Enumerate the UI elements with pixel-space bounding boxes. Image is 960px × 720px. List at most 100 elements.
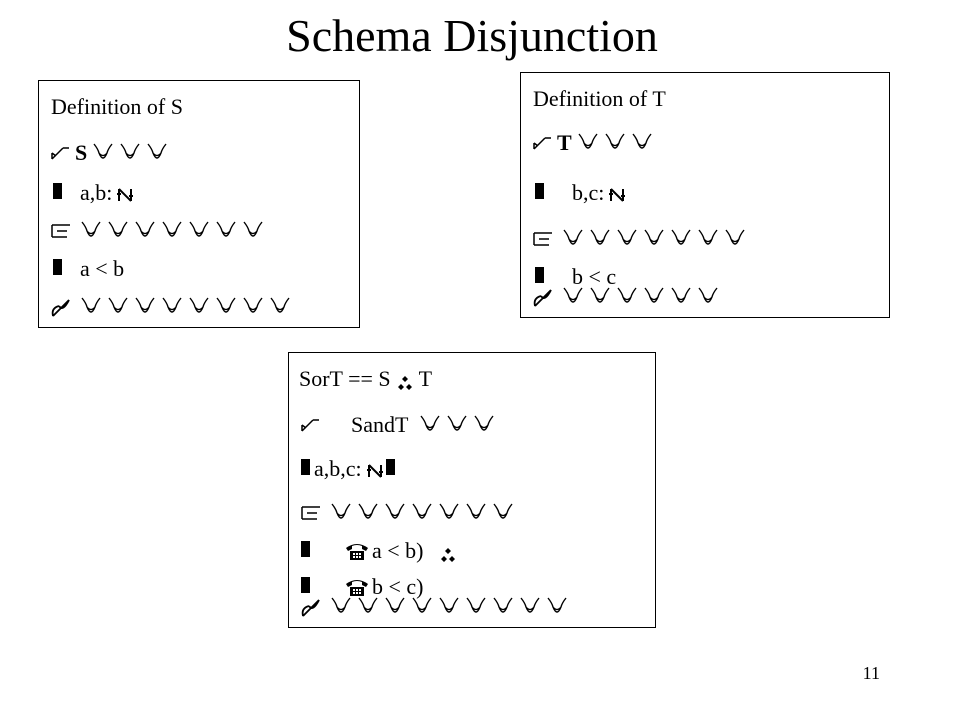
schema-sandt-top-rule [418,413,499,437]
schema-bar-icon [301,577,310,593]
sort-heading-tail: T [418,366,433,391]
definition-s-heading: Definition of S [51,94,183,119]
schema-rule-tick-icon [603,131,627,155]
schema-sandt-bottom-rule [329,595,572,619]
schema-s-name: S [75,140,88,165]
schema-disjunction-box: SorT == S T SandT a,b,c: a < b) b < c) [288,352,656,628]
schema-sandt-declaration: a,b,c: [314,456,362,481]
schema-rule-tick-icon [642,285,666,309]
schema-rule-tick-icon [329,501,353,525]
schema-separator-icon [531,229,555,249]
schema-separator-icon [299,503,323,523]
schema-rule-tick-icon [491,501,515,525]
schema-t-predicate: b < c [572,264,617,289]
schema-separator-icon [49,221,73,241]
schema-sandt-middle-rule [329,501,518,525]
schema-rule-tick-icon [696,227,720,251]
telephone-icon [344,540,370,562]
schema-t-name: T [557,130,572,155]
schema-sandt-name: SandT [351,412,409,437]
sort-heading: SorT == S [299,366,391,391]
schema-t-declaration: b,c: [572,180,605,205]
schema-t-top-rule [576,131,657,155]
schema-rule-tick-icon [329,595,353,619]
schema-s-bottom-rule [79,295,295,319]
schema-rule-tick-icon [518,595,542,619]
schema-rule-tick-icon [106,219,130,243]
schema-sandt-predicate-1: a < b) [372,538,424,563]
schema-rule-tick-icon [642,227,666,251]
schema-rule-tick-icon [410,501,434,525]
slide-title: Schema Disjunction [286,10,658,61]
schema-rule-tick-icon [696,285,720,309]
schema-rule-tick-icon [561,227,585,251]
schema-rule-tick-icon [160,295,184,319]
schema-rule-tick-icon [383,595,407,619]
schema-rule-tick-icon [491,595,515,619]
schema-bar-icon [301,459,310,475]
schema-bar-icon [535,267,544,283]
schema-rule-tick-icon [356,501,380,525]
schema-rule-tick-icon [615,285,639,309]
schema-bar-icon [535,183,544,199]
schema-s-declaration: a,b: [80,180,113,205]
schema-end-icon [49,294,73,320]
schema-rule-tick-icon [561,285,585,309]
schema-s-predicate: a < b [80,256,125,281]
schema-rule-tick-icon [588,285,612,309]
schema-rule-tick-icon [445,413,469,437]
schema-rule-tick-icon [118,141,142,165]
schema-bar-icon [385,459,395,475]
schema-rule-tick-icon [576,131,600,155]
schema-rule-tick-icon [145,141,169,165]
schema-rule-tick-icon [669,285,693,309]
schema-rule-tick-icon [241,295,265,319]
schema-rule-tick-icon [418,413,442,437]
schema-rule-tick-icon [410,595,434,619]
schema-rule-tick-icon [187,295,211,319]
schema-end-icon [531,284,555,310]
naturals-icon [608,184,626,202]
schema-sandt-predicate-2: b < c) [372,574,424,599]
schema-rule-tick-icon [214,295,238,319]
schema-start-icon [531,133,553,153]
schema-s-top-rule [91,141,172,165]
schema-t-bottom-rule [561,285,723,309]
naturals-icon [366,460,384,478]
schema-rule-tick-icon [79,219,103,243]
schema-rule-tick-icon [437,501,461,525]
schema-rule-tick-icon [383,501,407,525]
schema-t-middle-rule [561,227,750,251]
definition-t-heading: Definition of T [533,86,666,111]
schema-rule-tick-icon [588,227,612,251]
schema-rule-tick-icon [160,219,184,243]
schema-bar-icon [301,541,310,557]
page-number: 11 [862,663,880,683]
schema-rule-tick-icon [79,295,103,319]
telephone-icon [344,576,370,598]
schema-rule-tick-icon [91,141,115,165]
schema-rule-tick-icon [464,501,488,525]
naturals-icon [116,184,134,202]
disjunction-icon [440,543,456,562]
schema-rule-tick-icon [106,295,130,319]
schema-rule-tick-icon [630,131,654,155]
schema-rule-tick-icon [133,219,157,243]
schema-bar-icon [53,259,62,275]
schema-bar-icon [53,183,62,199]
disjunction-icon [397,371,413,390]
schema-rule-tick-icon [241,219,265,243]
schema-rule-tick-icon [615,227,639,251]
schema-rule-tick-icon [669,227,693,251]
schema-end-icon [299,594,323,620]
schema-rule-tick-icon [187,219,211,243]
schema-s-middle-rule [79,219,268,243]
schema-rule-tick-icon [723,227,747,251]
schema-rule-tick-icon [268,295,292,319]
schema-start-icon [299,415,321,435]
schema-rule-tick-icon [133,295,157,319]
definition-t-box: Definition of T T b,c: b < c [520,72,890,318]
schema-rule-tick-icon [464,595,488,619]
definition-s-box: Definition of S S a,b: a < b [38,80,360,328]
schema-rule-tick-icon [214,219,238,243]
